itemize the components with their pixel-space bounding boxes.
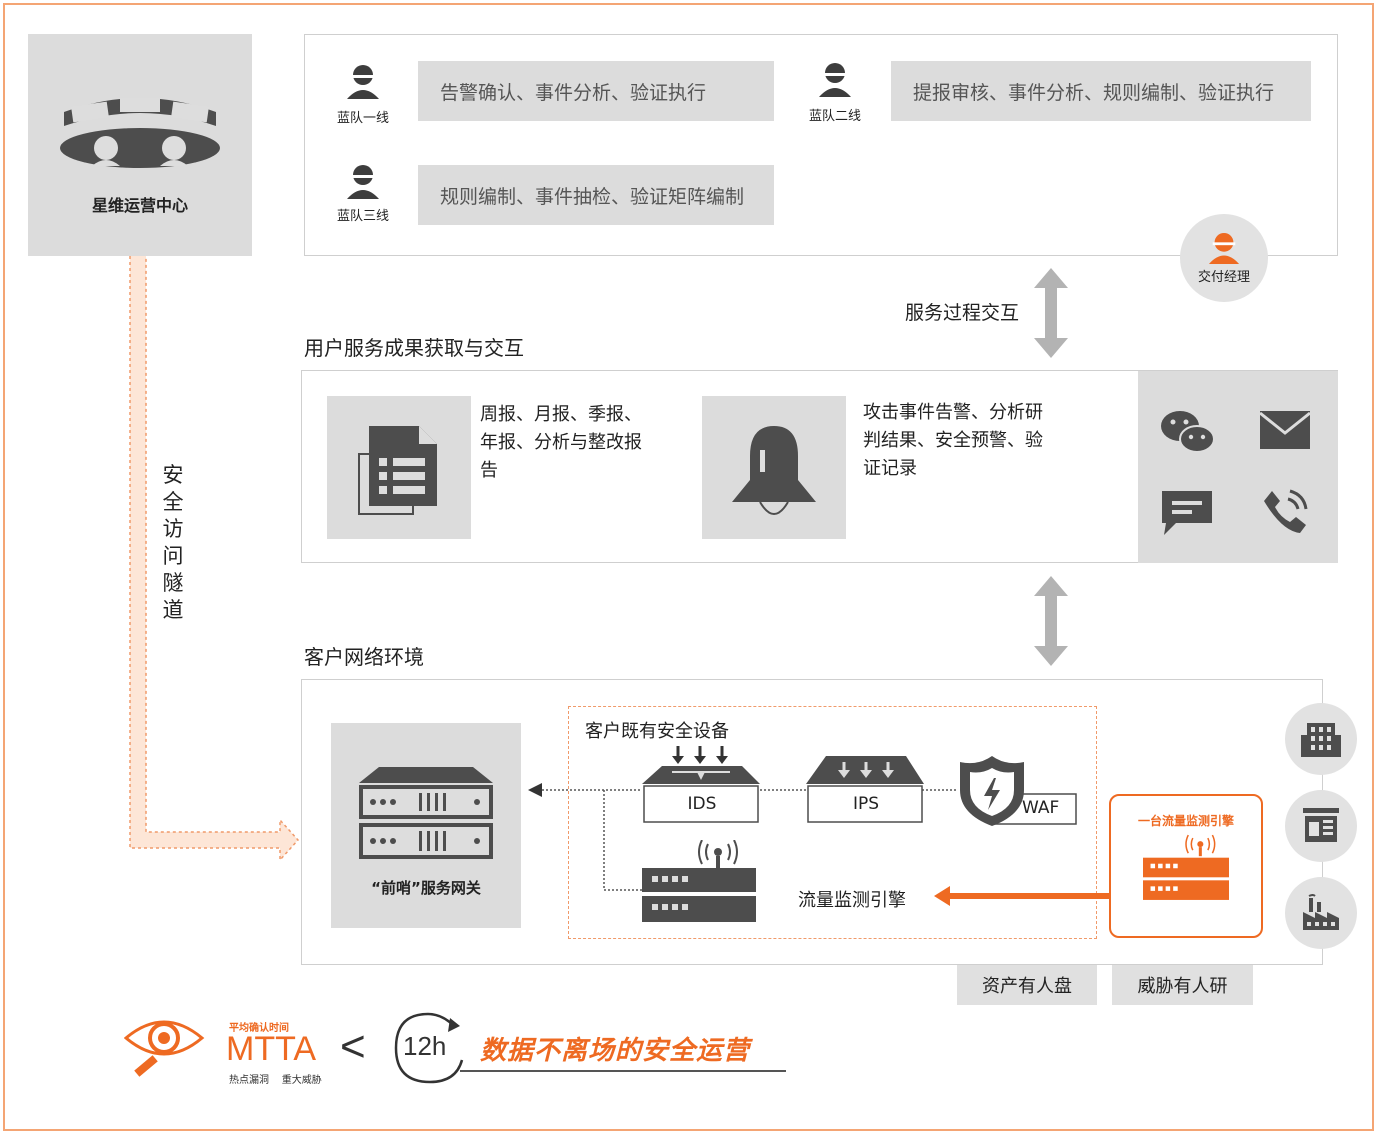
ips-device: IPS [806,746,926,828]
hours-label: 12h [403,1031,447,1061]
threat-button: 威胁有人研 [1112,965,1253,1005]
blue-team-1-tasks: 告警确认、事件分析、验证执行 [418,61,774,121]
router-icon [1143,834,1229,900]
customer-section-title: 客户网络环境 [304,645,424,669]
slogan-text: 数据不离场的安全运营 [480,1036,751,1066]
factory-icon [1303,894,1339,930]
existing-devices-title: 客户既有安全设备 [585,721,729,742]
user-section-title: 用户服务成果获取与交互 [304,336,524,360]
delivery-manager-label: 交付经理 [1197,269,1250,285]
phone-icon [1264,489,1308,533]
tunnel-char: 隧 [162,571,184,595]
tunnel-char: 安 [162,463,184,487]
person-icon [819,63,851,97]
alerts-line: 证记录 [863,458,917,479]
wechat-icon [1161,411,1215,453]
blue-team-2-tasks: 提报审核、事件分析、规则编制、验证执行 [891,61,1311,121]
blue-team-3-name: 蓝队三线 [336,209,389,224]
soc-box: 星维运营中心 [28,34,252,256]
bell-icon [732,426,816,515]
double-arrow-icon [1034,268,1068,358]
traffic-engine-label: 流量监测引擎 [798,890,906,911]
ips-label: IPS [852,794,880,814]
less-than-symbol: < [340,1022,366,1071]
store-icon [1303,808,1339,842]
gateway-label: “前哨”服务网关 [371,879,481,897]
down-arrows-icon [642,746,760,823]
mtta-top-label: 平均确认时间 [229,1023,289,1034]
mtta-sub-label: 热点漏洞 重大威胁 [229,1075,322,1086]
ids-device: IDS [642,746,762,828]
existing-devices-box: 客户既有安全设备 [568,706,1097,939]
one-engine-label: 一台流量监测引擎 [1137,814,1234,828]
store-circle [1285,790,1357,862]
shield-icon [960,756,1077,826]
double-arrow-icon [1034,576,1068,666]
asset-button: 资产有人盘 [957,965,1097,1005]
reports-line: 周报、月报、季报、 [480,404,642,425]
service-interaction-label: 服务过程交互 [905,302,1020,324]
device-connectors [528,783,958,891]
blue-team-3-tasks: 规则编制、事件抽检、验证矩阵编制 [418,165,774,225]
tunnel-label: 安 全 访 问 隧 道 [160,462,186,624]
mtta-label: MTTA [226,1030,317,1068]
ids-label: IDS [687,794,717,814]
tunnel-char: 道 [162,598,184,622]
clock-cycle-icon [394,1012,464,1084]
report-icon-box [327,396,471,539]
blue-team-1-name: 蓝队一线 [336,111,389,126]
gateway-box: “前哨”服务网关 [331,723,521,928]
orange-arrow [934,886,1110,906]
person-icon [1208,232,1240,264]
blue-team-panel: 蓝队一线 告警确认、事件分析、验证执行 蓝队二线 提报审核、事件分析、规则编制、… [304,34,1338,256]
tunnel-char: 问 [162,544,184,568]
slogan-underline [460,1070,786,1072]
alerts-line: 攻击事件告警、分析研 [863,402,1043,423]
user-service-panel: 周报、月报、季报、 年报、分析与整改报 告 攻击事件告警、分析研 判结果、安全预… [301,370,1338,563]
blue-team-2-name: 蓝队二线 [808,109,861,124]
alert-icon-box [702,396,846,539]
document-icon [358,426,437,515]
mail-icon [1260,411,1310,449]
soc-title: 星维运营中心 [91,196,188,215]
alerts-description: 攻击事件告警、分析研 判结果、安全预警、验 证记录 [863,399,1043,483]
message-icon [1162,491,1212,535]
waf-label: WAF [1022,798,1060,818]
alerts-line: 判结果、安全预警、验 [863,430,1043,451]
tunnel-char: 访 [162,517,184,541]
reports-line: 年报、分析与整改报 [480,432,642,453]
eye-magnifier-icon [124,1020,205,1077]
outer-frame [3,3,1374,1131]
tunnel-arrow [129,256,300,860]
reports-line: 告 [480,460,498,481]
router-icon [642,840,756,922]
office-building-icon [1301,723,1341,757]
reports-description: 周报、月报、季报、 年报、分析与整改报 告 [480,401,642,485]
customer-network-panel: “前哨”服务网关 客户既有安全设备 IDS IPS [301,679,1323,965]
waf-device: WAF [958,754,1078,832]
person-icon [347,65,379,99]
tunnel-char: 全 [162,490,184,514]
delivery-manager-badge: 交付经理 [1180,214,1268,302]
monitoring-center-icon [60,98,220,168]
server-icon [359,767,493,859]
channels-box [1138,371,1338,563]
factory-circle [1285,877,1357,949]
down-arrows-icon [806,756,924,823]
building-circle [1285,703,1357,775]
person-icon [347,165,379,199]
one-engine-box: 一台流量监测引擎 [1109,794,1263,938]
